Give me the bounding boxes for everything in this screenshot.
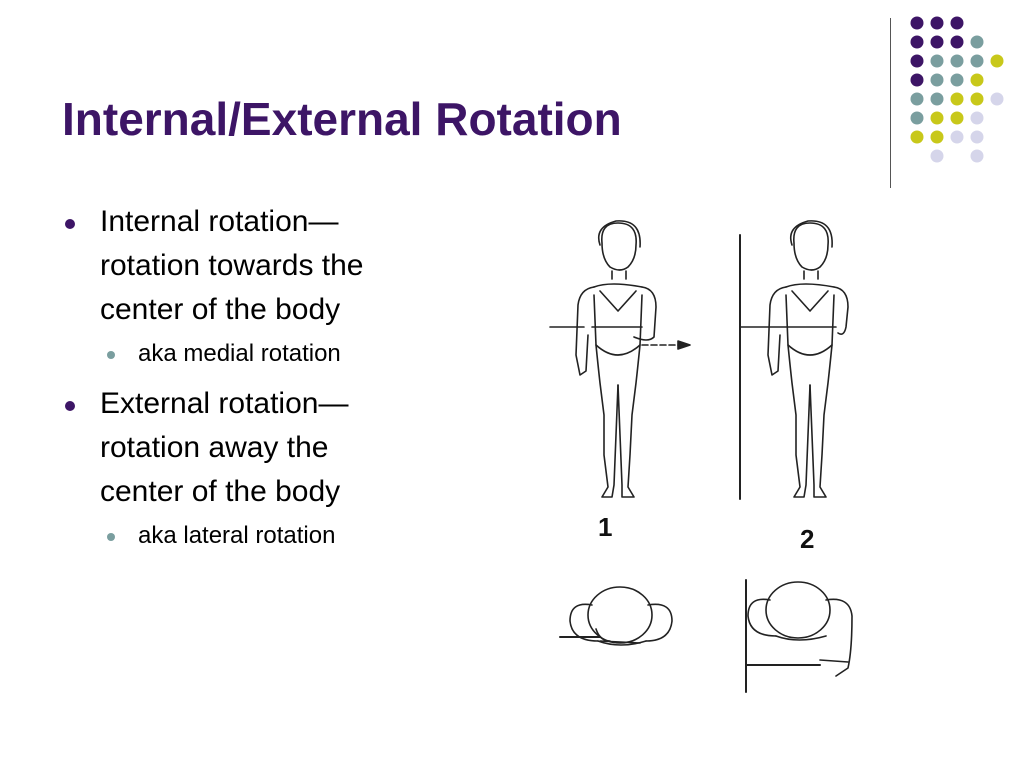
decor-dot (970, 130, 984, 144)
dot-grid-decoration-icon (910, 16, 1004, 163)
decor-dot (910, 54, 924, 68)
sub-bullet-text: aka lateral rotation (138, 522, 336, 549)
decor-dot (930, 16, 944, 30)
decor-dot (930, 92, 944, 106)
decor-dot (910, 130, 924, 144)
figure-label-1: 1 (598, 512, 613, 542)
body-rotation-illustration-icon (549, 220, 853, 693)
bullet-line: rotation towards the (100, 249, 364, 282)
sub-bullet-dot-icon (107, 533, 115, 541)
bullet-line: center of the body (100, 475, 341, 508)
decor-dot (950, 130, 964, 144)
bullet-line: External rotation— (100, 387, 349, 420)
sub-bullet-medial: aka medial rotation (62, 336, 482, 372)
decor-dot (910, 73, 924, 87)
bullet-line: center of the body (100, 293, 341, 326)
decor-dot (950, 92, 964, 106)
decor-dot (910, 16, 924, 30)
decor-dot (910, 111, 924, 125)
bullet-list: Internal rotation— rotation towards the … (62, 200, 482, 564)
bullet-line: rotation away the (100, 431, 329, 464)
decor-dot (930, 35, 944, 49)
bullet-internal-rotation: Internal rotation— rotation towards the … (62, 200, 482, 332)
decor-dot (950, 73, 964, 87)
decor-dot (950, 35, 964, 49)
decor-dot (990, 92, 1004, 106)
decor-dot (970, 73, 984, 87)
decor-dot (930, 73, 944, 87)
decor-dot (970, 149, 984, 163)
sub-bullet-text: aka medial rotation (138, 340, 341, 367)
decor-dot (950, 16, 964, 30)
sub-bullet-dot-icon (107, 351, 115, 359)
decor-dot (950, 54, 964, 68)
decorative-divider (890, 18, 891, 188)
decor-dot (970, 111, 984, 125)
figure-label-2: 2 (800, 524, 815, 554)
decor-dot (970, 54, 984, 68)
decor-dot (970, 92, 984, 106)
decor-dot (910, 35, 924, 49)
bullet-line: Internal rotation— (100, 205, 339, 238)
decor-dot (990, 54, 1004, 68)
decor-dot (930, 111, 944, 125)
decor-dot (930, 54, 944, 68)
decor-dot (930, 130, 944, 144)
decor-dot (930, 149, 944, 163)
decor-dot (950, 111, 964, 125)
sub-bullet-lateral: aka lateral rotation (62, 518, 482, 554)
bullet-external-rotation: External rotation— rotation away the cen… (62, 382, 482, 514)
bullet-dot-icon (65, 219, 75, 229)
decor-dot (970, 35, 984, 49)
bullet-dot-icon (65, 401, 75, 411)
slide-title: Internal/External Rotation (62, 93, 622, 145)
decor-dot (910, 92, 924, 106)
